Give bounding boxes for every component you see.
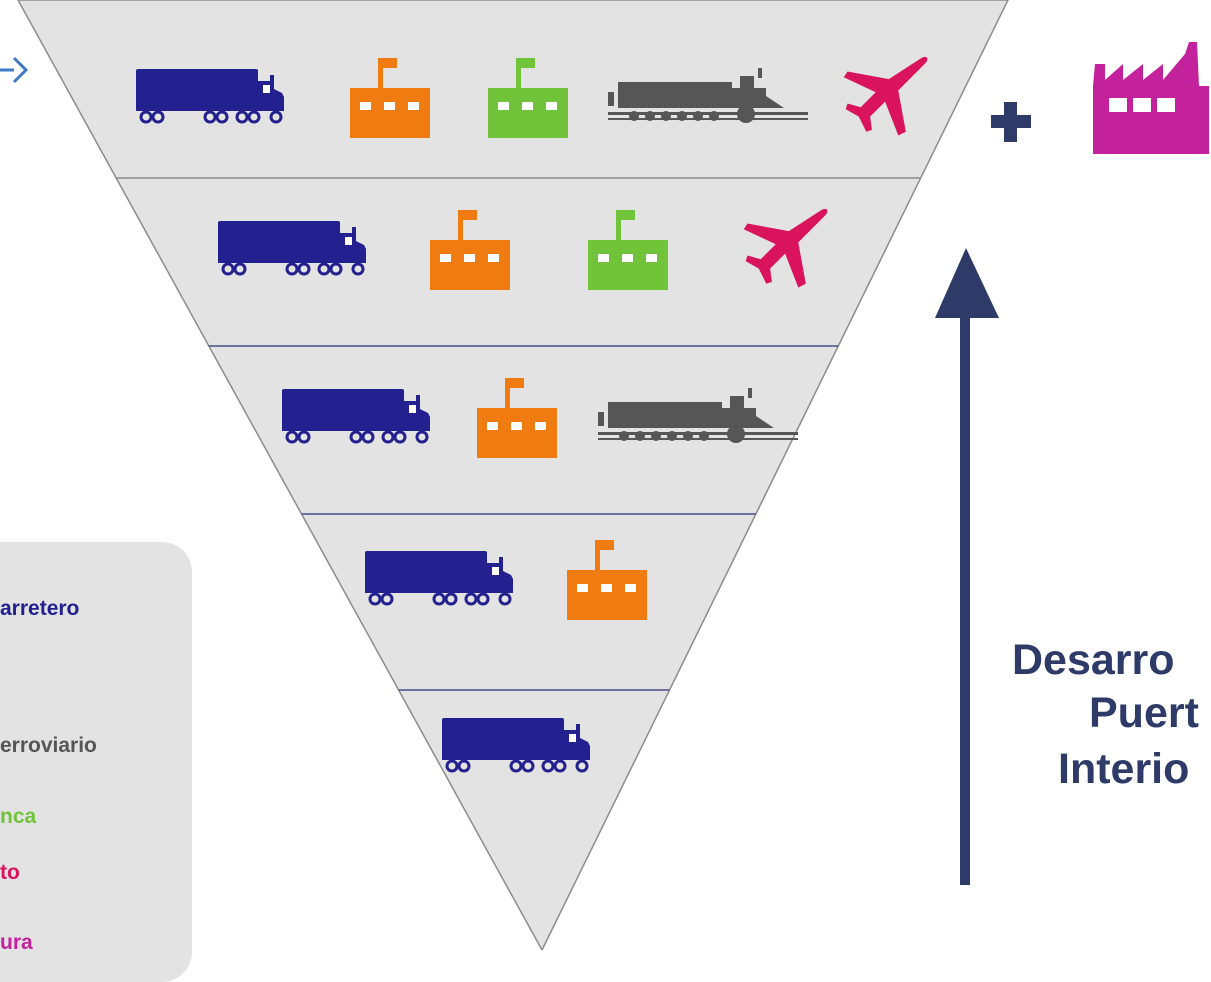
legend-item-rail: erroviario (0, 734, 97, 757)
upward-arrow-icon (935, 248, 999, 885)
legend-item-road: arretero (0, 597, 80, 620)
legend-item-infra: ura (0, 931, 33, 954)
corner-arrow-icon (0, 56, 29, 84)
pyramid-diagram (0, 0, 1209, 950)
factory-icon (1093, 42, 1209, 154)
plus-icon (991, 102, 1031, 142)
caption-line-2: Puert (1089, 689, 1199, 737)
legend-item-bank: nca (0, 805, 37, 828)
caption-line-3: Interio (1058, 745, 1190, 793)
caption-line-1: Desarro (1012, 636, 1175, 684)
legend-item-air: to (0, 861, 20, 884)
legend-panel (0, 542, 192, 982)
